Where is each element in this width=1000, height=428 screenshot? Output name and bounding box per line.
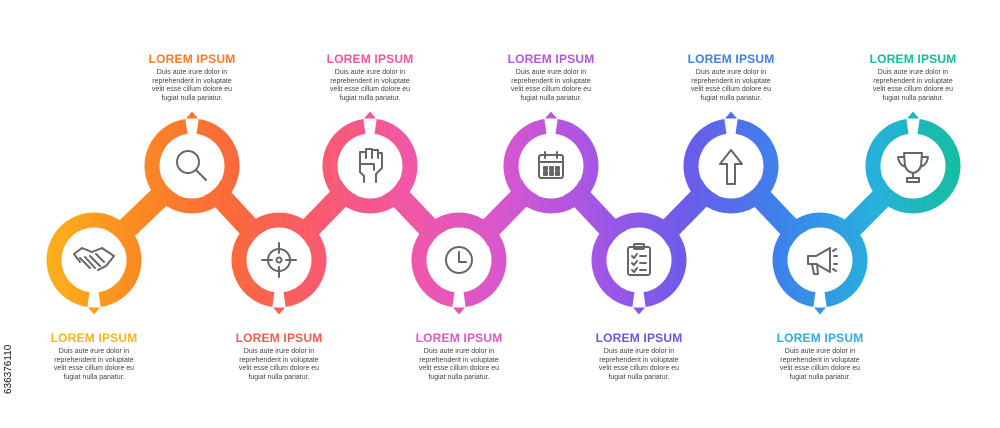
step-title: LOREM IPSUM (148, 52, 236, 66)
ribbon-pointer (814, 307, 826, 315)
clipboard-icon (627, 243, 651, 276)
icons (73, 148, 929, 278)
step-title: LOREM IPSUM (687, 52, 775, 66)
step-description: Duis aute irure dolor in reprehenderit i… (690, 69, 772, 102)
step-description: Duis aute irure dolor in reprehenderit i… (872, 69, 954, 102)
step-description: Duis aute irure dolor in reprehenderit i… (510, 69, 592, 102)
step-description: Duis aute irure dolor in reprehenderit i… (598, 348, 680, 381)
calendar-icon (538, 151, 564, 179)
step-title: LOREM IPSUM (326, 52, 414, 66)
step-description: Duis aute irure dolor in reprehenderit i… (151, 69, 233, 102)
step-title: LOREM IPSUM (507, 52, 595, 66)
step-title: LOREM IPSUM (235, 331, 323, 345)
ring-center (247, 228, 311, 292)
ribbon-ring (865, 118, 961, 214)
ribbon-pointer (725, 111, 737, 119)
clock-icon (445, 246, 473, 274)
side-id-text: 636376110 (3, 344, 14, 394)
target-icon (261, 242, 297, 278)
ribbon-pointer (88, 307, 100, 315)
ribbon (46, 111, 961, 315)
ribbon-pointer (364, 111, 376, 119)
ribbon-ring (411, 212, 507, 308)
handshake-icon (73, 247, 115, 271)
magnifier-icon (176, 150, 207, 181)
ribbon-ring (683, 118, 779, 214)
step-description: Duis aute irure dolor in reprehenderit i… (418, 348, 500, 381)
ribbon-ring (591, 212, 687, 308)
ribbon-ring (322, 118, 418, 214)
ribbon-ring (144, 118, 240, 214)
ring-center (607, 228, 671, 292)
step-description: Duis aute irure dolor in reprehenderit i… (329, 69, 411, 102)
fist-icon (359, 148, 383, 183)
ribbon-pointer (545, 111, 557, 119)
ring-center (881, 134, 945, 198)
ring-center (788, 228, 852, 292)
ribbon-pointer (633, 307, 645, 315)
step-title: LOREM IPSUM (869, 52, 957, 66)
step-description: Duis aute irure dolor in reprehenderit i… (779, 348, 861, 381)
ribbon-pointer (907, 111, 919, 119)
step-title: LOREM IPSUM (776, 331, 864, 345)
step-description: Duis aute irure dolor in reprehenderit i… (238, 348, 320, 381)
step-title: LOREM IPSUM (415, 331, 503, 345)
ring-center (338, 134, 402, 198)
ribbon-ring (46, 212, 142, 308)
arrow-up-icon (719, 149, 743, 185)
step-description: Duis aute irure dolor in reprehenderit i… (53, 348, 135, 381)
ribbon-pointer (186, 111, 198, 119)
ribbon-ring (772, 212, 868, 308)
ring-center (699, 134, 763, 198)
ribbon-pointer (453, 307, 465, 315)
ribbon-ring (503, 118, 599, 214)
ribbon-ring (231, 212, 327, 308)
megaphone-icon (807, 247, 838, 275)
ribbon-pointer (273, 307, 285, 315)
step-title: LOREM IPSUM (50, 331, 138, 345)
trophy-icon (897, 152, 929, 183)
step-title: LOREM IPSUM (595, 331, 683, 345)
ring-center (160, 134, 224, 198)
